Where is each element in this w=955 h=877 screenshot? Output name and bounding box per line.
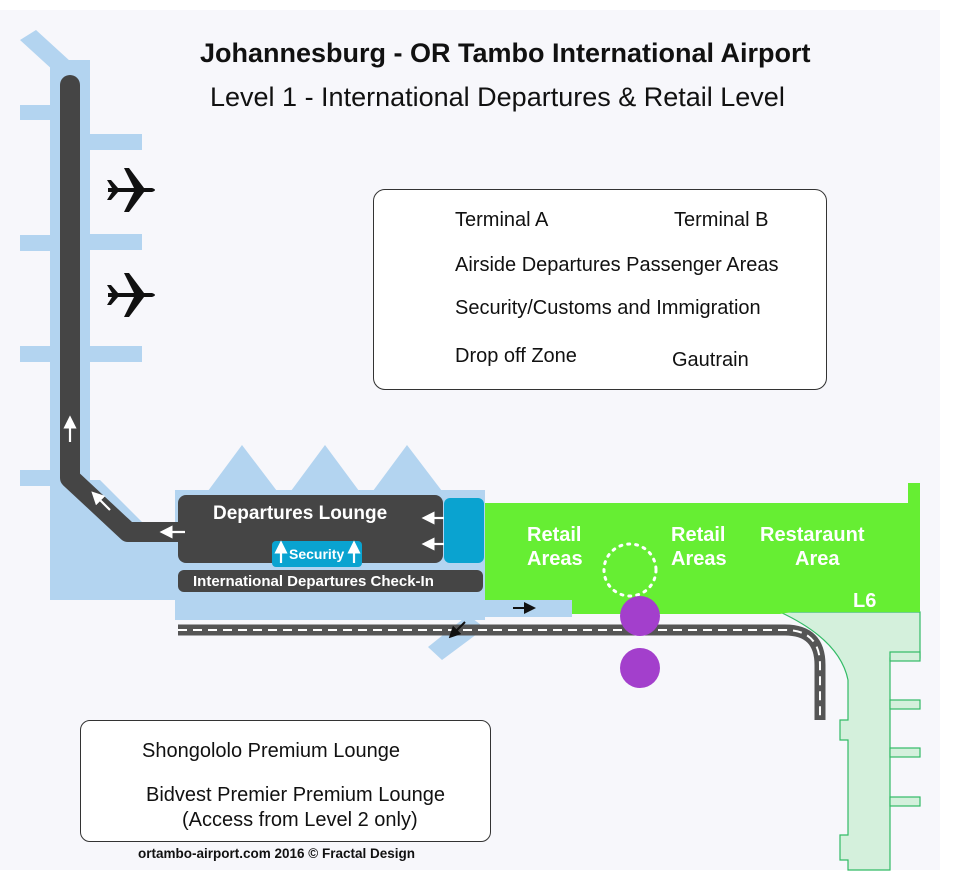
legend-label-terminal-b: Terminal B [674, 209, 769, 231]
security-label: Security [289, 546, 345, 562]
airplane-icon [107, 273, 155, 317]
legend-label-gautrain: Gautrain [672, 349, 749, 371]
legend-label-drop-off: Drop off Zone [455, 345, 577, 367]
restaurant-area-label-line1: Restaraunt [760, 524, 865, 546]
retail-area-2-label-line1: Retail [671, 524, 726, 546]
page-subtitle: Level 1 - International Departures & Ret… [210, 82, 785, 112]
terminal-b-area [485, 483, 920, 614]
lounge-bidvest-note: (Access from Level 2 only) [182, 809, 418, 831]
legend-label-security: Security/Customs and Immigration [455, 297, 761, 319]
road-direction-arrows [448, 602, 536, 639]
retail-area-2-label-line2: Areas [671, 548, 727, 570]
page-title: Johannesburg - OR Tambo International Ai… [200, 38, 811, 68]
lounge-bidvest: Bidvest Premier Premium Lounge [146, 784, 446, 806]
restaurant-area-label-line2: Area [795, 548, 840, 570]
credit-footer: ortambo-airport.com 2016 © Fractal Desig… [138, 846, 416, 861]
gautrain-station [602, 542, 660, 688]
lounge-shongololo: Shongololo Premium Lounge [142, 740, 400, 762]
security-label-box [272, 541, 362, 567]
terminal-b-pier [779, 611, 921, 871]
level-marker-label: L6 [853, 590, 877, 612]
security-checkpoint-area [444, 498, 484, 563]
legend-box [373, 189, 827, 390]
legend-label-terminal-a: Terminal A [455, 209, 549, 231]
departures-lounge-label: Departures Lounge [213, 503, 388, 524]
retail-area-1-label-line1: Retail [527, 524, 582, 546]
walking-direction-arrows [63, 415, 444, 563]
airplane-icon [107, 168, 155, 212]
drop-off-road [178, 624, 826, 720]
legend-label-airside: Airside Departures Passenger Areas [455, 254, 779, 276]
lounges-box [80, 720, 491, 842]
retail-area-1-label-line2: Areas [527, 548, 583, 570]
checkin-label: International Departures Check-In [193, 573, 434, 590]
